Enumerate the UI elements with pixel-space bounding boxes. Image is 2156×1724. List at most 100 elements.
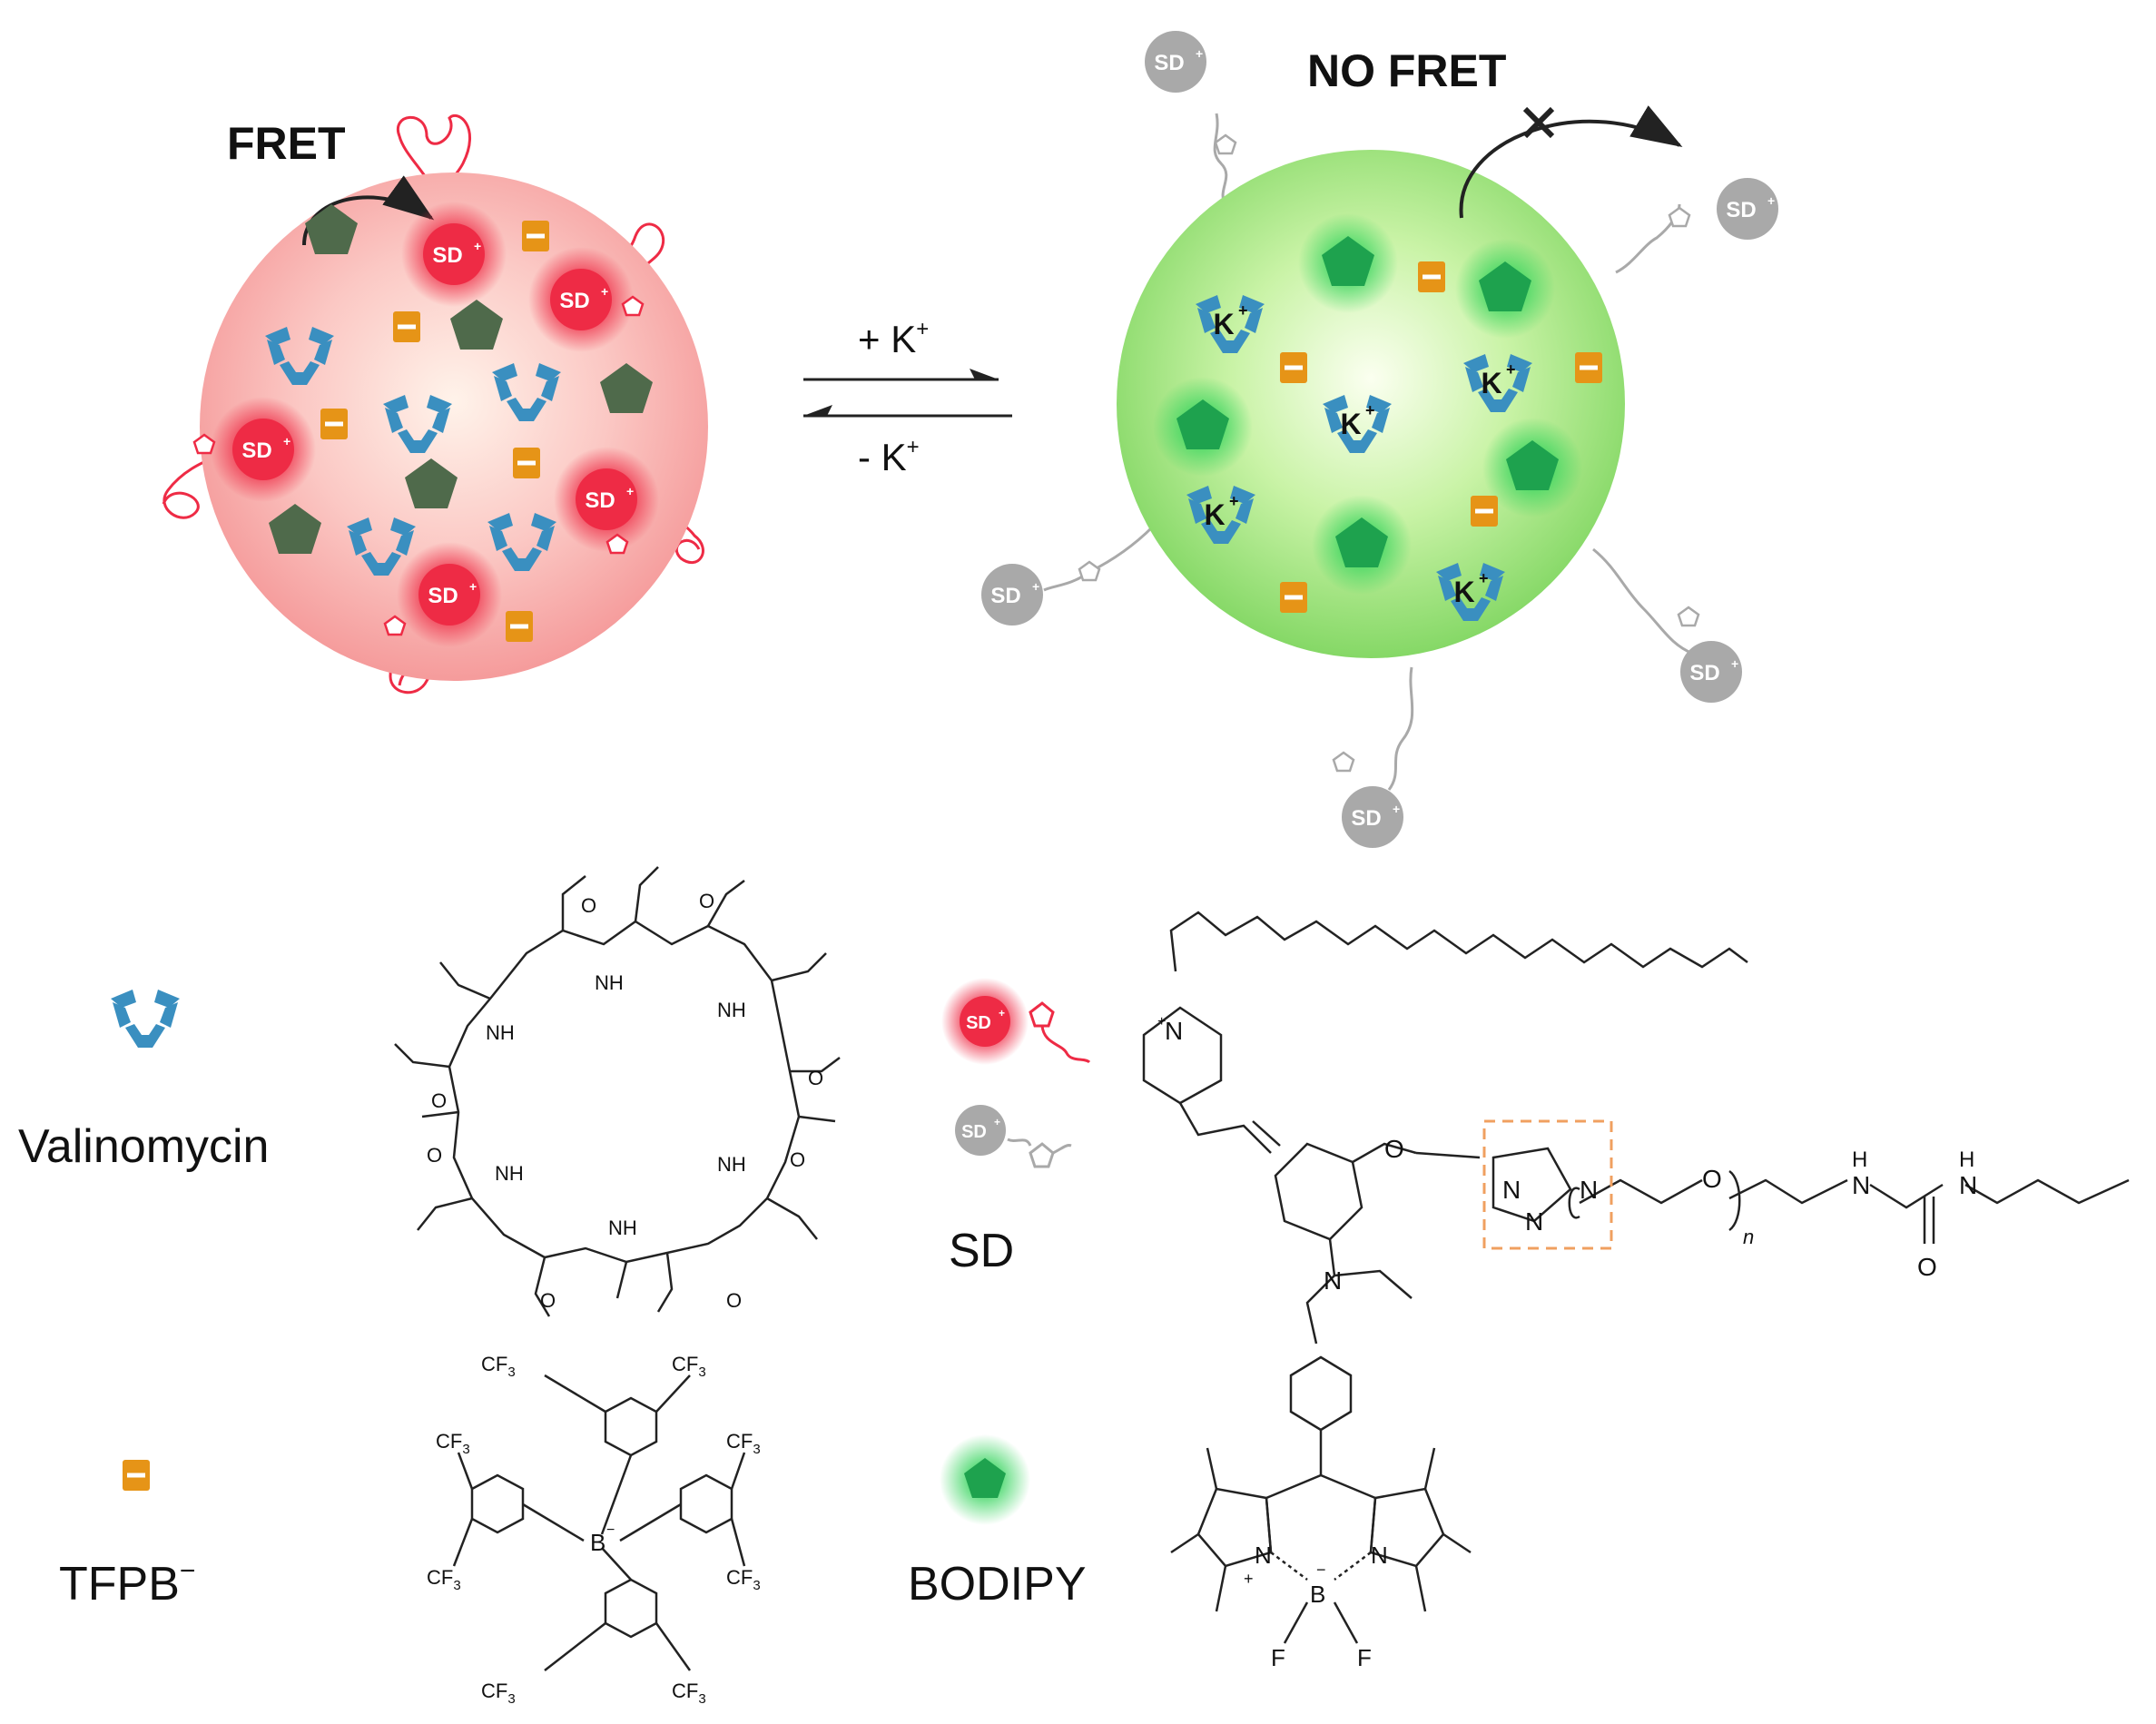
svg-text:F: F (1357, 1644, 1372, 1671)
particle-fret: SD + SD + SD + SD + SD + (162, 114, 708, 695)
svg-text:SD: SD (241, 438, 271, 463)
svg-text:K: K (1481, 367, 1501, 399)
sd-atom-labels: N + O N N N N O n N H N H O (1157, 1014, 1977, 1295)
svg-text:+: + (1032, 579, 1039, 594)
valinomycin-k-complex: K + (1323, 395, 1392, 453)
svg-text:B: B (590, 1529, 605, 1556)
svg-text:+: + (1238, 301, 1248, 320)
svg-text:NH: NH (608, 1217, 637, 1239)
remove-potassium-label: - K+ (858, 435, 920, 478)
svg-text:O: O (790, 1148, 805, 1171)
svg-text:+: + (999, 1007, 1005, 1020)
tether-ring-icon (1668, 206, 1691, 228)
tfpb-icon (506, 611, 533, 642)
tfpb-atom-labels: CF3 CF3 CF3 CF3 CF3 CF3 CF3 CF3 B − (427, 1353, 761, 1707)
tfpb-structure (452, 1374, 746, 1671)
svg-text:O: O (726, 1289, 742, 1312)
add-potassium-label: + K+ (858, 317, 929, 360)
svg-text:CF3: CF3 (427, 1566, 461, 1593)
bodipy-emitting-icon (1298, 213, 1398, 313)
svg-text:B: B (1310, 1581, 1325, 1608)
svg-text:N: N (1502, 1176, 1521, 1204)
svg-text:CF3: CF3 (481, 1353, 516, 1380)
svg-text:O: O (808, 1067, 823, 1089)
svg-text:SD: SD (1726, 198, 1756, 222)
svg-text:CF3: CF3 (481, 1680, 516, 1707)
svg-text:CF3: CF3 (726, 1566, 761, 1593)
no-fret-label: NO FRET (1307, 45, 1506, 96)
svg-text:SD: SD (559, 289, 589, 313)
svg-text:O: O (1384, 1135, 1404, 1163)
svg-text:NH: NH (495, 1162, 524, 1185)
valinomycin-k-complex: K + (1196, 295, 1265, 353)
svg-text:N: N (1580, 1176, 1598, 1204)
legend-tfpb: TFPB− (59, 1460, 195, 1611)
valinomycin-structure (394, 866, 841, 1317)
sd-structure (1142, 911, 2130, 1345)
svg-text:NH: NH (717, 1153, 746, 1176)
tfpb-icon (123, 1460, 150, 1491)
tether-ring-icon (1677, 606, 1700, 627)
svg-text:N: N (1525, 1207, 1543, 1236)
tfpb-icon (320, 409, 348, 439)
svg-text:SD: SD (1689, 661, 1719, 685)
sd-badge-red: SD + (401, 202, 507, 307)
svg-text:O: O (1917, 1253, 1937, 1281)
svg-text:SD: SD (585, 488, 615, 513)
legend-sd: SD + SD + SD (941, 978, 1091, 1277)
valinomycin-k-complex: K + (1463, 354, 1532, 412)
svg-text:+: + (1157, 1014, 1166, 1029)
svg-text:+: + (601, 284, 608, 299)
particle-no-fret: K + K + K + K + K + (981, 31, 1778, 848)
svg-text:K: K (1340, 408, 1361, 440)
tfpb-icon (1280, 582, 1307, 613)
svg-text:+: + (1393, 802, 1400, 816)
svg-text:CF3: CF3 (436, 1430, 470, 1457)
svg-text:O: O (581, 894, 596, 917)
sd-badge-gray: SD + (981, 564, 1043, 626)
valinomycin-k-complex: K + (1186, 486, 1255, 544)
svg-text:O: O (540, 1289, 556, 1312)
svg-text:+: + (626, 484, 634, 498)
equilibrium-arrows: + K+ - K+ (803, 317, 1012, 478)
tfpb-icon (393, 311, 420, 342)
svg-text:O: O (427, 1144, 442, 1167)
sd-badge-red: SD + (554, 447, 659, 552)
valinomycin-k-complex: K + (1436, 563, 1505, 621)
svg-text:+: + (1365, 401, 1375, 419)
tfpb-icon (513, 448, 540, 478)
sd-badge-gray: SD + (1342, 786, 1403, 848)
sd-badge-red: SD + (397, 542, 502, 647)
svg-text:H: H (1852, 1148, 1867, 1172)
tether-ring-icon (1078, 560, 1101, 582)
bodipy-atom-labels: N + N B − F F (1244, 1542, 1388, 1671)
tether-ring-icon (1214, 133, 1237, 155)
svg-text:N: N (1255, 1542, 1272, 1569)
valinomycin-atom-labels: NH NH NH NH NH NH O O O O O O O O (427, 890, 823, 1312)
svg-text:+: + (283, 434, 290, 448)
sd-badge-red: SD + (211, 397, 316, 502)
svg-text:+: + (1479, 569, 1489, 587)
svg-text:N: N (1852, 1171, 1870, 1199)
valinomycin-icon (111, 990, 180, 1048)
svg-text:N: N (1165, 1017, 1183, 1045)
triazole-dashed-box (1482, 1119, 1613, 1250)
sd-badge-gray: SD + (1717, 178, 1778, 240)
legend-valinomycin: Valinomycin (18, 990, 269, 1173)
bodipy-icon (964, 1458, 1006, 1498)
bodipy-emitting-icon (1153, 377, 1253, 477)
tfpb-icon (1418, 261, 1445, 292)
bodipy-emitting-icon (1482, 418, 1582, 517)
sd-badge-gray: SD + (1680, 641, 1742, 703)
bodipy-label: BODIPY (908, 1558, 1087, 1611)
svg-text:CF3: CF3 (672, 1353, 706, 1380)
bodipy-emitting-icon (1312, 495, 1412, 595)
svg-text:SD: SD (432, 243, 462, 268)
svg-text:K: K (1453, 576, 1474, 608)
svg-text:+: + (469, 579, 477, 594)
svg-text:+: + (1196, 46, 1203, 61)
sd-label: SD (949, 1225, 1014, 1277)
tfpb-icon (1280, 352, 1307, 383)
tfpb-label: TFPB− (59, 1556, 195, 1611)
